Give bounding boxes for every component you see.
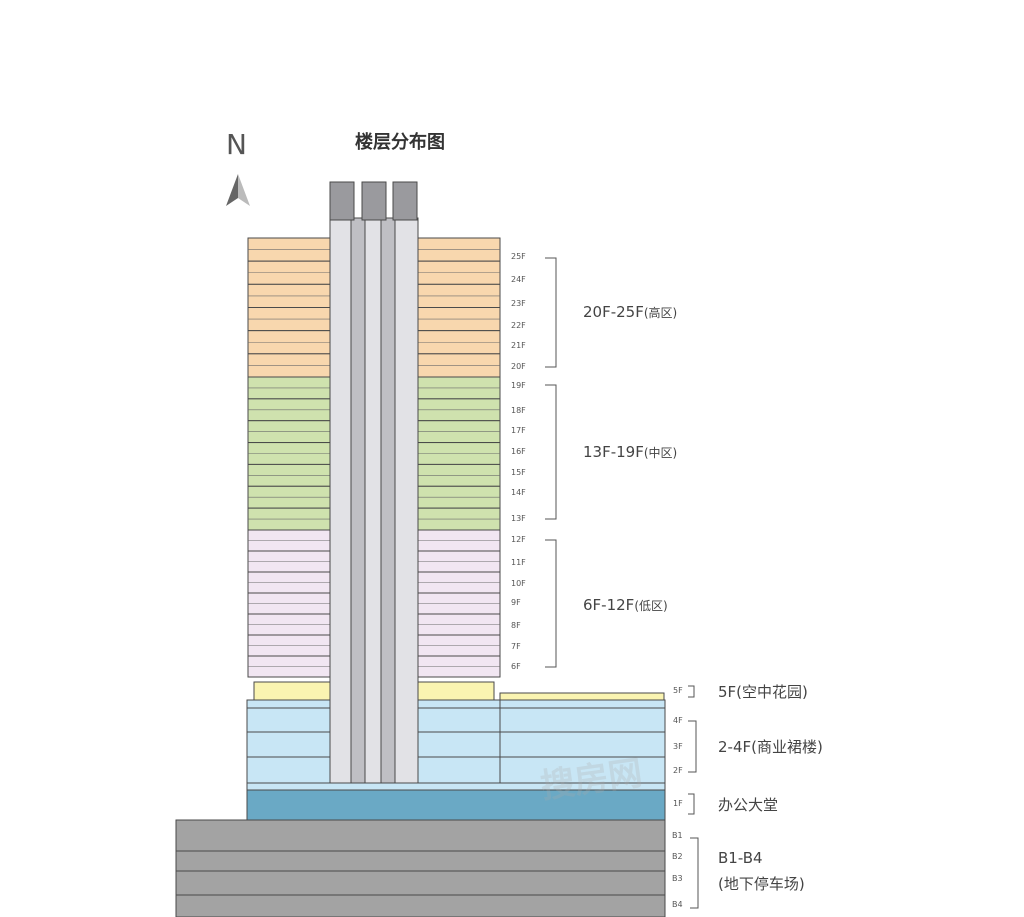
floor-label-B4: B4 (672, 900, 683, 909)
core-cap-1 (329, 181, 355, 221)
north-arrow-icon (226, 174, 250, 206)
zone-label-garden: 5F(空中花园) (718, 683, 808, 701)
bracket-low (545, 539, 557, 668)
floor-label-22F: 22F (511, 321, 526, 330)
floor-label-13F: 13F (511, 514, 526, 523)
floor-label-8F: 8F (511, 621, 521, 630)
core-body (329, 217, 419, 784)
core-shaft-1 (350, 217, 366, 784)
floor-4F-podium (246, 707, 666, 733)
bracket-podium (688, 720, 697, 773)
zone-label-high: 20F-25F(高区) (583, 303, 678, 321)
floor-label-24F: 24F (511, 275, 526, 284)
floor-label-14F: 14F (511, 488, 526, 497)
floor-label-11F: 11F (511, 558, 526, 567)
floor-label-16F: 16F (511, 447, 526, 456)
floor-label-10F: 10F (511, 579, 526, 588)
floor-label-2F: 2F (673, 766, 683, 775)
floor-B4-basement (175, 894, 666, 917)
floor-label-19F: 19F (511, 381, 526, 390)
floor-label-3F: 3F (673, 742, 683, 751)
bracket-lobby (688, 793, 695, 815)
zone-label-basement-sub: (地下停车场) (718, 875, 805, 893)
floor-label-9F: 9F (511, 598, 521, 607)
north-label: N (226, 128, 247, 161)
zone-label-mid: 13F-19F(中区) (583, 443, 678, 461)
core-cap-2 (361, 181, 387, 221)
bracket-high (545, 257, 557, 368)
core-cap-3 (392, 181, 418, 221)
bracket-basement (690, 837, 699, 909)
floor-label-21F: 21F (511, 341, 526, 350)
floor-B1-basement (175, 819, 666, 852)
floor-label-7F: 7F (511, 642, 521, 651)
floor-label-6F: 6F (511, 662, 521, 671)
zone-label-basement: B1-B4 (718, 849, 763, 867)
floor-label-B3: B3 (672, 874, 683, 883)
floor-label-25F: 25F (511, 252, 526, 261)
floor-label-12F: 12F (511, 535, 526, 544)
floor-label-B1: B1 (672, 831, 683, 840)
floor-5F-right (417, 681, 495, 701)
floor-label-1F: 1F (673, 799, 683, 808)
floor-B3-basement (175, 870, 666, 896)
core-shaft-2 (380, 217, 396, 784)
floor-label-17F: 17F (511, 426, 526, 435)
podium-top-strip (246, 699, 666, 709)
floor-label-18F: 18F (511, 406, 526, 415)
floor-label-4F: 4F (673, 716, 683, 725)
diagram-title: 楼层分布图 (355, 132, 445, 153)
bracket-mid (545, 384, 557, 520)
floor-label-20F: 20F (511, 362, 526, 371)
zone-label-low: 6F-12F(低区) (583, 596, 668, 614)
zone-label-lobby: 办公大堂 (718, 796, 779, 814)
floor-label-15F: 15F (511, 468, 526, 477)
zone-label-podium: 2-4F(商业裙楼) (718, 738, 823, 756)
floor-label-B2: B2 (672, 852, 683, 861)
bracket-5F (688, 685, 695, 698)
floor-2F-podium (246, 756, 666, 784)
floor-B2-basement (175, 850, 666, 872)
floor-5F-left (253, 681, 331, 701)
floor-label-5F: 5F (673, 686, 683, 695)
floor-label-23F: 23F (511, 299, 526, 308)
